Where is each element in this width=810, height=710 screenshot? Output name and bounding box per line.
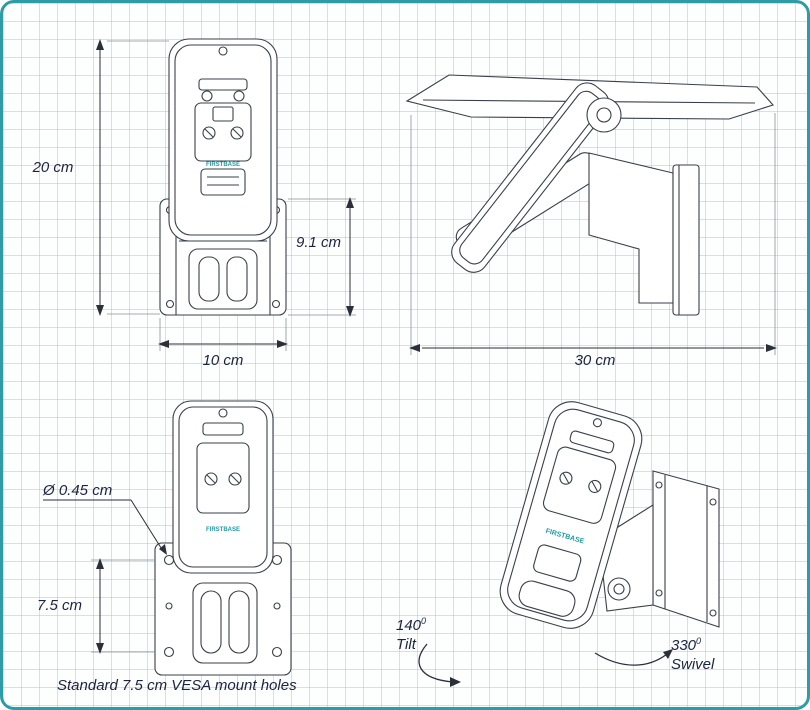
tilt-value: 140 [396,617,422,634]
tilt-label: Tilt [396,635,416,653]
dimension-hole-spacing: 7.5 cm [37,597,83,614]
brand-label-front: FIRSTBASE [206,162,240,168]
vesa-hole [163,646,175,658]
annotation-arrows [418,643,673,687]
swivel-arrow [594,652,668,666]
dim-side [409,113,777,355]
swivel-label: Swivel [671,655,715,673]
top-screw-hole [218,46,228,56]
view-perspective: FIRSTBASE [499,401,720,629]
dimension-front-plate-height: 9.1 cm [296,234,342,251]
dim-front [96,39,356,351]
brand-label-vesa: FIRSTBASE [206,527,240,533]
vesa-caption: Standard 7.5 cm VESA mount holes [57,677,297,694]
dimension-hole-diameter: Ø 0.45 cm [43,482,113,499]
technical-drawing: FIRSTBASE [43,38,777,687]
swivel-degree: 0 [696,636,702,646]
swivel-annotation: 3300 Swivel [671,636,714,675]
dim-vesa [43,499,167,654]
tilt-annotation: 1400 Tilt [396,616,426,655]
dimension-side-depth: 30 cm [574,352,616,369]
vesa-hole [271,646,283,658]
view-side [405,74,774,316]
tilt-degree: 0 [421,616,427,626]
swivel-value: 330 [671,637,697,654]
tilt-arrow [418,643,454,683]
dimension-front-width: 10 cm [202,352,244,369]
dimension-front-height: 20 cm [32,159,74,176]
view-front: FIRSTBASE [159,38,287,316]
view-vesa: FIRSTBASE [154,400,292,676]
